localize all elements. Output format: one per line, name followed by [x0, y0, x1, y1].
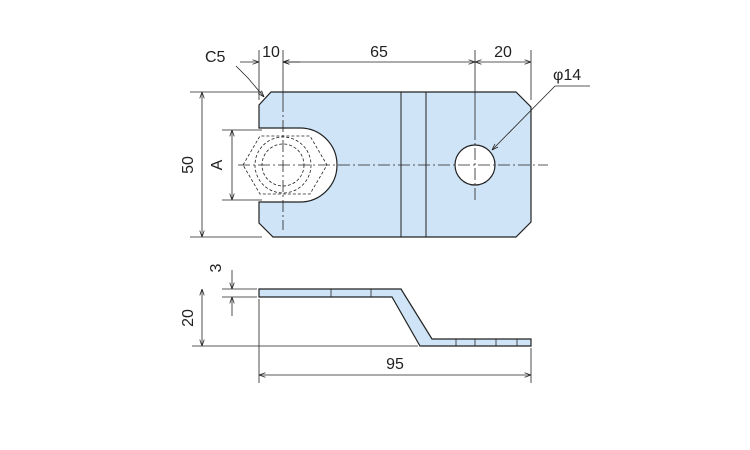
dim-10-label: 10: [262, 44, 280, 61]
side-view: 3 20 95: [180, 263, 532, 383]
top-view: 10 65 20 C5 φ14 50 A: [180, 44, 590, 238]
dim-side-20-label: 20: [180, 309, 197, 327]
hole-diameter-label: φ14: [553, 67, 581, 84]
chamfer-label: C5: [205, 49, 226, 66]
plate-top-view: [258, 91, 532, 238]
plate-side-view: [258, 288, 532, 347]
dim-65-label: 65: [370, 44, 388, 61]
dim-50-label: 50: [180, 156, 197, 174]
dim-95-label: 95: [386, 356, 404, 373]
dim-20-label: 20: [494, 44, 512, 61]
dim-a-label: A: [209, 159, 226, 170]
dim-3-label: 3: [208, 263, 225, 272]
